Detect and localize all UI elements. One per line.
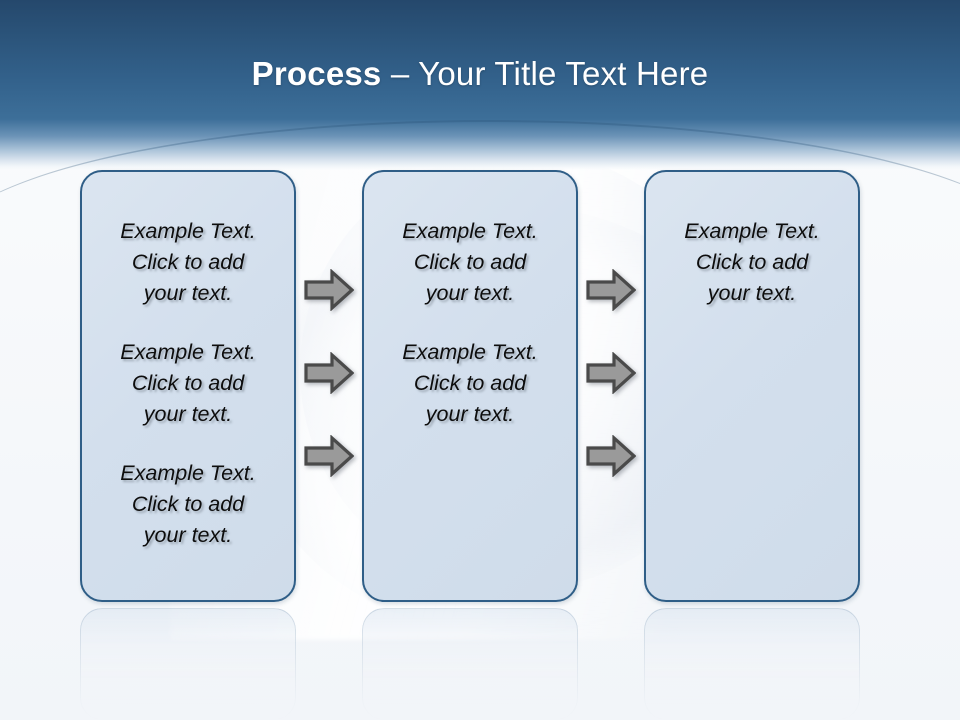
process-box-1[interactable]: Example Text. Click to add your text. Exa… bbox=[80, 170, 296, 602]
right-arrow-icon bbox=[586, 352, 636, 394]
placeholder-text-block[interactable]: Example Text. Click to add your text. bbox=[684, 219, 820, 305]
process-box-2[interactable]: Example Text. Click to add your text. Exa… bbox=[362, 170, 578, 602]
slide-title-rest: – Your Title Text Here bbox=[381, 55, 709, 92]
header-curve-accent bbox=[0, 120, 960, 382]
right-arrow-icon bbox=[586, 269, 636, 311]
process-box-3[interactable]: Example Text. Click to add your text. bbox=[644, 170, 860, 602]
process-box-1-content: Example Text. Click to add your text. Exa… bbox=[82, 216, 294, 551]
box-reflection-3 bbox=[644, 608, 860, 720]
right-arrow-icon bbox=[304, 269, 354, 311]
placeholder-text-block[interactable]: Example Text. Click to add your text. bbox=[120, 461, 256, 547]
right-arrow-icon bbox=[586, 435, 636, 477]
box-reflection-2 bbox=[362, 608, 578, 720]
right-arrow-icon bbox=[304, 352, 354, 394]
placeholder-text-block[interactable]: Example Text. Click to add your text. bbox=[402, 340, 538, 426]
slide-title-bold: Process bbox=[251, 55, 382, 92]
placeholder-text-block[interactable]: Example Text. Click to add your text. bbox=[402, 219, 538, 305]
right-arrow-icon bbox=[304, 435, 354, 477]
placeholder-text-block[interactable]: Example Text. Click to add your text. bbox=[120, 219, 256, 305]
slide-header-band bbox=[0, 0, 960, 170]
box-reflection-1 bbox=[80, 608, 296, 720]
slide-title: Process – Your Title Text Here bbox=[0, 52, 960, 96]
process-box-2-content: Example Text. Click to add your text. Exa… bbox=[364, 216, 576, 430]
process-box-3-content: Example Text. Click to add your text. bbox=[646, 216, 858, 309]
placeholder-text-block[interactable]: Example Text. Click to add your text. bbox=[120, 340, 256, 426]
